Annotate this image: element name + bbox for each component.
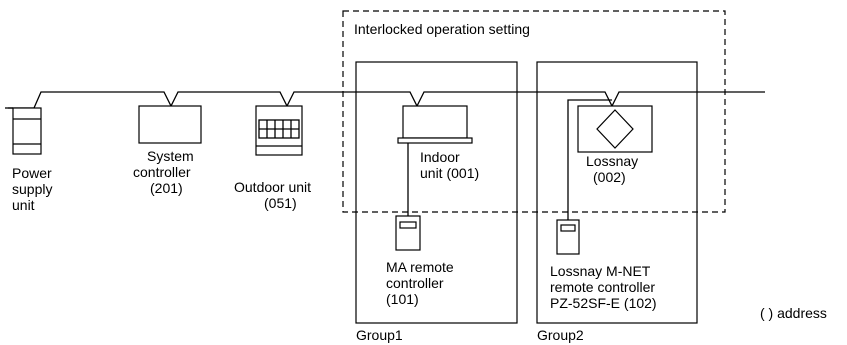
mnet-transmission-line xyxy=(8,91,765,109)
group2-box xyxy=(536,61,698,324)
lossnay-label-1: Lossnay xyxy=(586,153,638,169)
power-supply-label-2: supply xyxy=(12,181,52,197)
ma-remote-label-3: (101) xyxy=(386,291,419,307)
system-controller-label-1: System xyxy=(147,148,194,164)
ma-remote-label-2: controller xyxy=(386,275,444,291)
system-controller-label-2: controller xyxy=(133,164,191,180)
lossnay-remote-label-3: PZ-52SF-E (102) xyxy=(550,295,657,311)
power-supply-label-1: Power xyxy=(12,165,52,181)
group2-label: Group2 xyxy=(537,327,584,343)
group1-box xyxy=(355,61,518,324)
lossnay-remote-label-2: remote controller xyxy=(550,279,655,295)
ma-remote-label-1: MA remote xyxy=(386,259,454,275)
power-supply-unit-icon xyxy=(12,107,42,155)
interlock-boundary xyxy=(342,10,726,213)
system-controller-label-3: (201) xyxy=(150,180,183,196)
address-legend: ( ) address xyxy=(760,305,827,321)
indoor-unit-label-1: Indoor xyxy=(420,149,460,165)
interlock-label: Interlocked operation setting xyxy=(354,21,530,37)
group1-label: Group1 xyxy=(356,327,403,343)
lossnay-remote-label-1: Lossnay M-NET xyxy=(550,263,651,279)
outdoor-unit-label-1: Outdoor unit xyxy=(234,179,311,195)
ma-remote-controller-icon xyxy=(395,215,421,251)
system-controller-icon xyxy=(138,105,202,144)
outdoor-unit-label-2: (051) xyxy=(264,195,297,211)
lossnay-label-2: (002) xyxy=(593,169,626,185)
lossnay-remote-wire xyxy=(567,99,612,220)
lossnay-remote-controller-icon xyxy=(556,219,580,255)
indoor-unit-label-2: unit (001) xyxy=(420,165,479,181)
power-supply-label-3: unit xyxy=(12,197,35,213)
lossnay-unit-icon xyxy=(577,105,653,153)
indoor-unit-icon xyxy=(397,105,473,144)
outdoor-unit-icon xyxy=(255,105,303,156)
